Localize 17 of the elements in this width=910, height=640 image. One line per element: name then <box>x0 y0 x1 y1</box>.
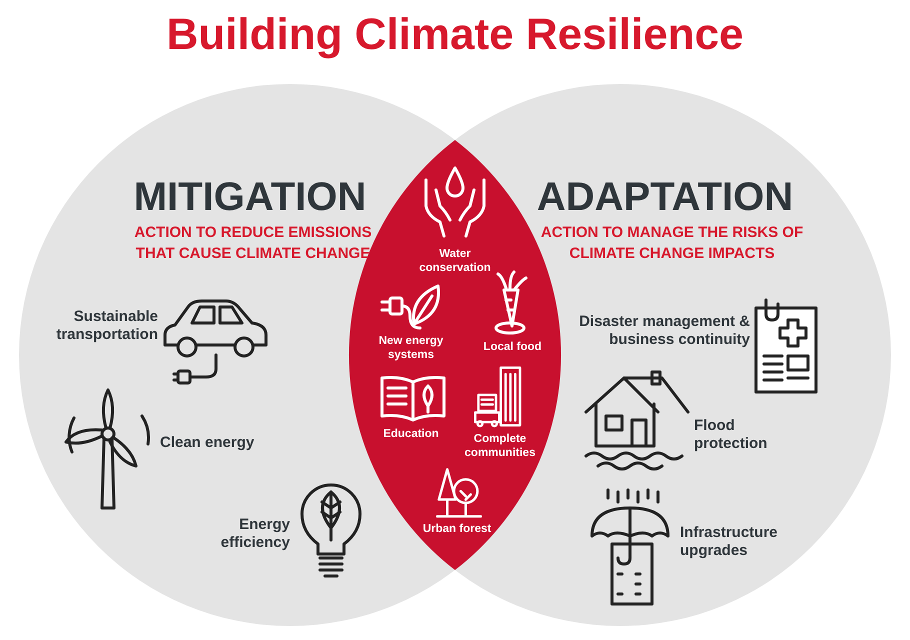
section-subtitle: ACTION TO REDUCE EMISSIONS THAT CAUSE CLIMATE CHANGE <box>133 223 373 264</box>
category-label: Education <box>382 427 440 441</box>
category-label: Disaster management & business continuity <box>578 313 750 349</box>
category-label: Energy efficiency <box>220 516 290 552</box>
category-label: Flood protection <box>694 417 768 453</box>
category-label: Clean energy <box>160 434 256 452</box>
category-label: Urban forest <box>422 522 492 536</box>
category-label: Local food <box>482 340 543 354</box>
section-heading: ADAPTATION <box>536 175 794 220</box>
section-subtitle: ACTION TO MANAGE THE RISKS OF CLIMATE CHANGE IMPACTS <box>540 223 804 264</box>
category-label: Infrastructure upgrades <box>680 524 779 560</box>
category-label: Water conservation <box>418 247 492 275</box>
title: Building Climate Resilience <box>165 10 745 60</box>
section-heading: MITIGATION <box>132 175 368 220</box>
category-label: Complete communities <box>464 432 536 460</box>
category-label: Sustainable transportation <box>55 308 158 344</box>
category-label: New energy systems <box>378 334 444 362</box>
